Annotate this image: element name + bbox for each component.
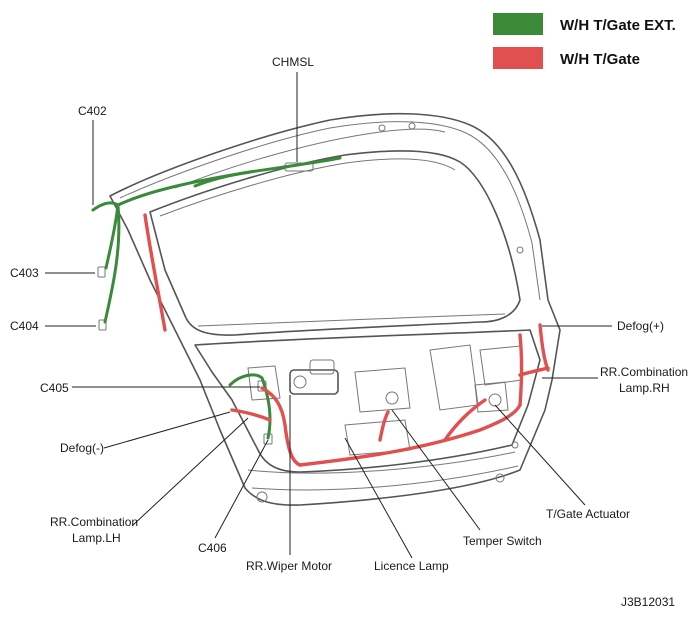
legend-swatch-tgate [493,47,543,69]
callout-labels: CHMSL C402 C403 C404 C405 Defog(-) Defog… [10,55,688,609]
label-c406: C406 [198,541,227,555]
harness-tgate-ext [91,156,342,440]
label-temper-switch: Temper Switch [463,534,542,548]
rear-wiper-motor [289,359,339,395]
label-licence-lamp: Licence Lamp [374,559,449,573]
label-rr-comb-lh-line1: RR.Combination [50,515,138,529]
legend-swatch-ext [493,13,543,35]
label-rr-comb-rh-line1: RR.Combination [600,365,688,379]
label-c404: C404 [10,319,39,333]
label-defog-plus: Defog(+) [617,319,664,333]
rear-glass-opening [149,150,521,336]
legend-label-tgate: W/H T/Gate [560,51,640,68]
harness-tgate [143,213,550,467]
leader-lines [45,72,612,559]
label-c402: C402 [78,104,107,118]
label-rr-comb-lh-line2: Lamp.LH [72,531,121,545]
label-c403: C403 [10,266,39,280]
label-tgate-actuator: T/Gate Actuator [546,507,630,521]
label-rr-wiper-motor: RR.Wiper Motor [246,559,332,573]
tailgate-body [97,112,561,506]
label-c405: C405 [40,381,69,395]
figure-id: J3B12031 [621,595,675,609]
label-defog-minus: Defog(-) [60,441,104,455]
label-chmsl: CHMSL [272,55,314,69]
tgate-actuator-part [474,381,509,413]
legend: W/H T/Gate EXT. W/H T/Gate [493,13,676,69]
label-rr-comb-rh-line2: Lamp.RH [619,381,670,395]
legend-label-ext: W/H T/Gate EXT. [560,17,676,34]
